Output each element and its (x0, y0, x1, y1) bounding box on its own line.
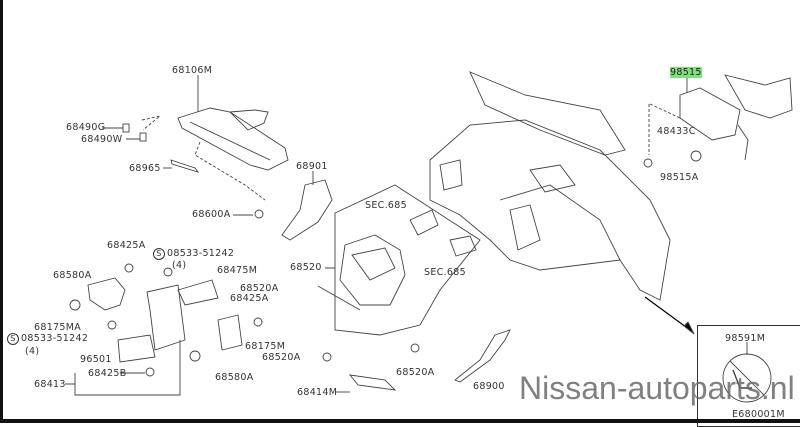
watermark: Nissan-autoparts.nl (519, 370, 795, 406)
clip-68520A (410, 343, 420, 353)
part-68520-cluster (339, 234, 406, 306)
part-label[interactable]: 98591M (725, 333, 766, 344)
part-label[interactable]: 68175MA (34, 322, 82, 333)
part-label[interactable]: 68900 (473, 381, 505, 392)
part-label[interactable]: 68175M (245, 341, 286, 352)
part-label[interactable]: 68965 (129, 163, 161, 174)
dashboard-instrument-panel (429, 71, 671, 301)
section-label[interactable]: SEC.685 (365, 200, 407, 211)
part-68106M-bracket (141, 75, 289, 201)
part-label[interactable]: 68520A (262, 352, 301, 363)
section-label[interactable]: SEC.685 (424, 267, 466, 278)
lower-left-parts (65, 263, 263, 396)
part-68901 (281, 179, 333, 241)
part-label[interactable]: 68580A (53, 270, 92, 281)
clip-68490W (139, 132, 147, 142)
part-label[interactable]: 98515A (660, 172, 699, 183)
part-label[interactable]: 68413 (34, 379, 66, 390)
part-label[interactable]: 68520A (396, 367, 435, 378)
part-98515-airbag-module (643, 74, 793, 168)
part-label[interactable]: 68490G (66, 122, 106, 133)
clip-68520A (322, 352, 332, 362)
quantity: (4) (25, 346, 40, 357)
part-label[interactable]: 48433C (657, 126, 696, 137)
part-label[interactable]: 68414M (297, 387, 338, 398)
part-number: 08533-51242 (167, 248, 235, 259)
part-label[interactable]: 68425A (230, 293, 269, 304)
part-68900 (454, 329, 511, 383)
part-label-highlighted[interactable]: 98515 (670, 67, 702, 78)
standard-part-icon: S (153, 248, 165, 260)
part-68520-outline (334, 184, 481, 336)
part-label[interactable]: 68520A (240, 283, 279, 294)
part-68965 (170, 159, 200, 173)
part-label[interactable]: 68425B (88, 368, 127, 379)
part-number: 08533-51242 (21, 333, 89, 344)
clip-68600A (254, 209, 264, 219)
part-label[interactable]: 68425A (107, 240, 146, 251)
quantity: (4) (172, 260, 187, 271)
diagram-code: E680001M (732, 409, 785, 420)
part-label[interactable]: 68106M (172, 65, 213, 76)
part-label[interactable]: 68901 (296, 161, 328, 172)
part-68414M (348, 374, 397, 391)
frame-border-left (0, 0, 3, 423)
part-label[interactable]: 68520 (290, 262, 322, 273)
part-label[interactable]: 96501 (80, 354, 112, 365)
clip-68490G (122, 123, 130, 133)
part-label[interactable]: 68475M (217, 265, 258, 276)
part-label[interactable]: 68580A (215, 372, 254, 383)
part-label[interactable]: 68600A (192, 209, 231, 220)
airbag-warning-label-inset (722, 342, 772, 403)
frame-border-bottom (0, 419, 800, 423)
part-label[interactable]: 68490W (81, 134, 123, 145)
standard-part-icon: S (7, 333, 19, 345)
